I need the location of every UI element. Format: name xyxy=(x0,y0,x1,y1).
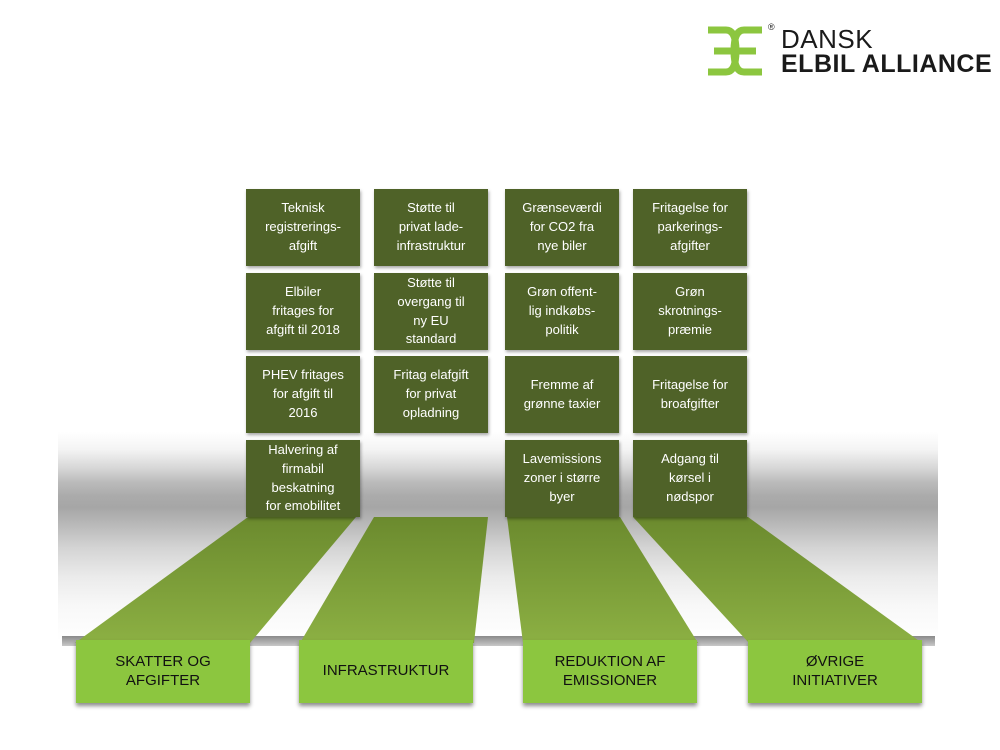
item-fritagelse-broafgifter: Fritagelse for broafgifter xyxy=(633,356,747,433)
item-elbiler-fritages: Elbiler fritages for afgift til 2018 xyxy=(246,273,360,350)
road-emissioner xyxy=(507,517,698,643)
logo-text-line2: ELBIL ALLIANCE xyxy=(781,50,993,78)
item-groen-indkoebspolitik: Grøn offent- lig indkøbs- politik xyxy=(505,273,619,350)
item-groen-skrotningspraemie: Grøn skrotnings- præmie xyxy=(633,273,747,350)
item-lavemissionszoner: Lavemissions zoner i større byer xyxy=(505,440,619,517)
pillar-label-reduktion-af-emissioner: REDUKTION AF EMISSIONER xyxy=(523,640,697,703)
item-teknisk-registreringsafgift: Teknisk registrerings- afgift xyxy=(246,189,360,266)
item-fritag-elafgift: Fritag elafgift for privat opladning xyxy=(374,356,488,433)
item-stoette-ladeinfrastruktur: Støtte til privat lade- infrastruktur xyxy=(374,189,488,266)
pillar-label-infrastruktur: INFRASTRUKTUR xyxy=(299,640,473,703)
item-fritagelse-parkering: Fritagelse for parkerings- afgifter xyxy=(633,189,747,266)
item-groenne-taxier: Fremme af grønne taxier xyxy=(505,356,619,433)
item-halvering-firmabil: Halvering af firmabil beskatning for emo… xyxy=(246,440,360,517)
item-graensevaerdi-co2: Grænseværdi for CO2 fra nye biler xyxy=(505,189,619,266)
registered-mark: ® xyxy=(768,22,775,32)
logo: ® DANSK ELBIL ALLIANCE xyxy=(706,22,992,82)
item-stoette-eu-standard: Støtte til overgang til ny EU standard xyxy=(374,273,488,350)
item-adgang-noedspor: Adgang til kørsel i nødspor xyxy=(633,440,747,517)
pillar-label-skatter-og-afgifter: SKATTER OG AFGIFTER xyxy=(76,640,250,703)
pillar-label-oevrige-initiativer: ØVRIGE INITIATIVER xyxy=(748,640,922,703)
item-phev-fritages: PHEV fritages for afgift til 2016 xyxy=(246,356,360,433)
floor-line xyxy=(62,636,935,646)
logo-text-line1: DANSK xyxy=(781,24,874,54)
road-oevrige xyxy=(633,517,922,643)
road-infrastruktur xyxy=(300,517,488,643)
road-skatter xyxy=(75,517,356,643)
dansk-elbil-alliance-logo-icon xyxy=(708,26,762,76)
